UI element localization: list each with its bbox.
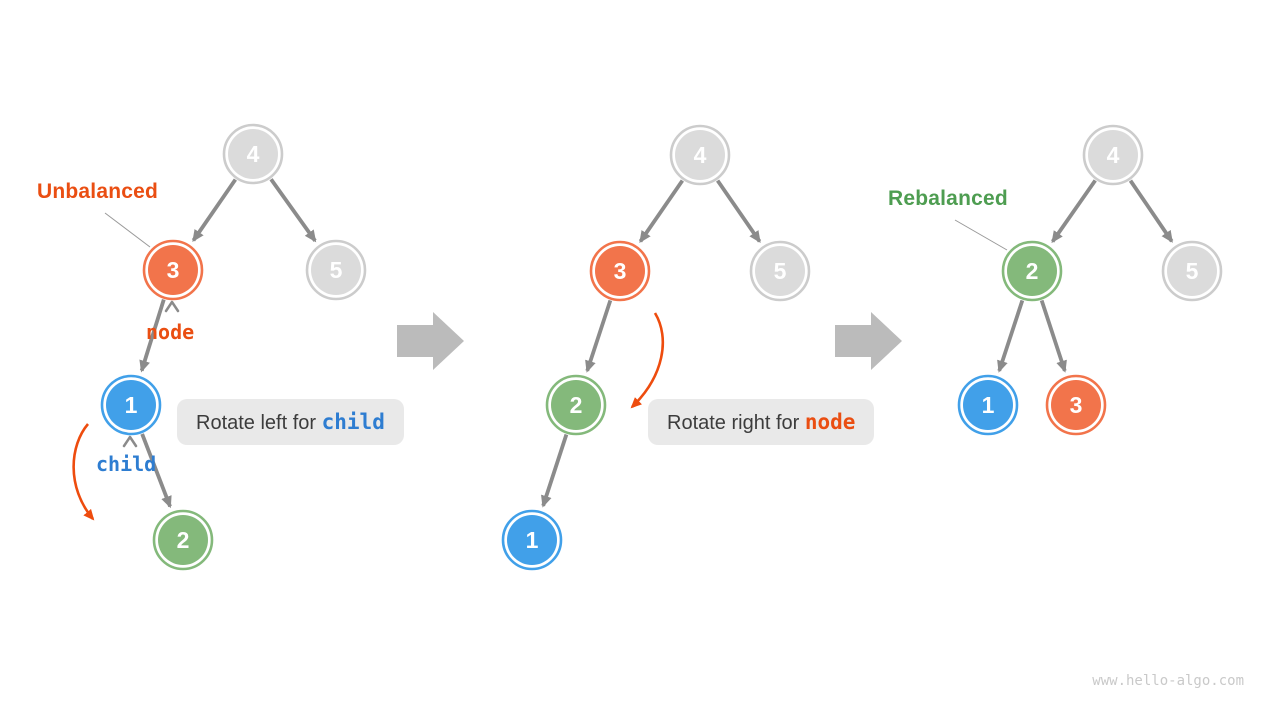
node-value: 1 [125, 392, 138, 418]
node-value: 3 [614, 258, 627, 284]
rebalanced-tree-node-5: 5 [1161, 240, 1223, 302]
rotate-right-caption-text: Rotate right for [667, 412, 805, 434]
node-value: 2 [570, 392, 583, 418]
rotation-arrow-icon [630, 312, 665, 409]
rotate-left-caption-text: Rotate left for [196, 412, 322, 434]
unbalanced-tree-edge [139, 299, 166, 373]
node-value: 1 [526, 527, 539, 553]
step-arrow-icon [397, 312, 464, 370]
node-value: 5 [1186, 258, 1199, 284]
intermediate-tree-node-4: 4 [669, 124, 731, 186]
rebalanced-tree-node-1: 1 [957, 374, 1019, 436]
node-value: 2 [1026, 258, 1039, 284]
unbalanced-tree-node-1: 1 [100, 374, 162, 436]
rotate-left-caption: Rotate left for child [177, 399, 404, 445]
caret-icon [164, 300, 180, 313]
unbalanced-label: Unbalanced [37, 180, 159, 203]
intermediate-tree-edge [541, 433, 569, 508]
unbalanced-tree-edge [140, 433, 172, 509]
node-value: 4 [247, 141, 260, 167]
step-arrow-icon [835, 312, 902, 370]
intermediate-tree-node-5: 5 [749, 240, 811, 302]
intermediate-tree-node-3: 3 [589, 240, 651, 302]
rebalanced-tree-node-2: 2 [1001, 240, 1063, 302]
unbalanced-tree-node-3: 3 [142, 239, 204, 301]
intermediate-tree-node-2: 2 [545, 374, 607, 436]
node-value: 4 [694, 142, 707, 168]
caret-icon [122, 435, 138, 448]
annotation-pointer-line [954, 219, 1008, 251]
watermark: www.hello-algo.com [1092, 673, 1244, 689]
intermediate-tree-edge [585, 299, 613, 373]
node-value: 5 [774, 258, 787, 284]
intermediate-tree-edge [638, 179, 684, 244]
unbalanced-tree-edge [191, 178, 237, 243]
node-value: 4 [1107, 142, 1120, 168]
rebalanced-tree-node-4: 4 [1082, 124, 1144, 186]
node-value: 1 [982, 392, 995, 418]
node-ref-label: node [146, 320, 195, 344]
node-value: 3 [167, 257, 180, 283]
rotation-arrow-icon [72, 423, 95, 521]
unbalanced-tree-node-4: 4 [222, 123, 284, 185]
child-ref-label: child [96, 452, 157, 476]
rebalanced-tree-edge [1039, 299, 1067, 373]
rotate-left-caption-keyword: child [321, 410, 385, 434]
unbalanced-tree-node-2: 2 [152, 509, 214, 571]
rebalanced-tree-edge [997, 299, 1025, 373]
node-value: 5 [330, 257, 343, 283]
rebalanced-tree-edge [1051, 179, 1097, 244]
rotate-right-caption: Rotate right for node [648, 399, 875, 445]
rebalanced-tree-edge [1128, 179, 1174, 243]
annotation-pointer-line [104, 212, 151, 248]
unbalanced-tree-node-5: 5 [305, 239, 367, 301]
rebalanced-tree-node-3: 3 [1045, 374, 1107, 436]
node-value: 3 [1070, 392, 1083, 418]
node-value: 2 [177, 527, 190, 553]
intermediate-tree-node-1: 1 [501, 509, 563, 571]
unbalanced-tree-edge [269, 178, 317, 243]
intermediate-tree-edge [716, 179, 762, 244]
rebalanced-label: Rebalanced [888, 187, 1008, 210]
rotate-right-caption-keyword: node [804, 410, 856, 434]
